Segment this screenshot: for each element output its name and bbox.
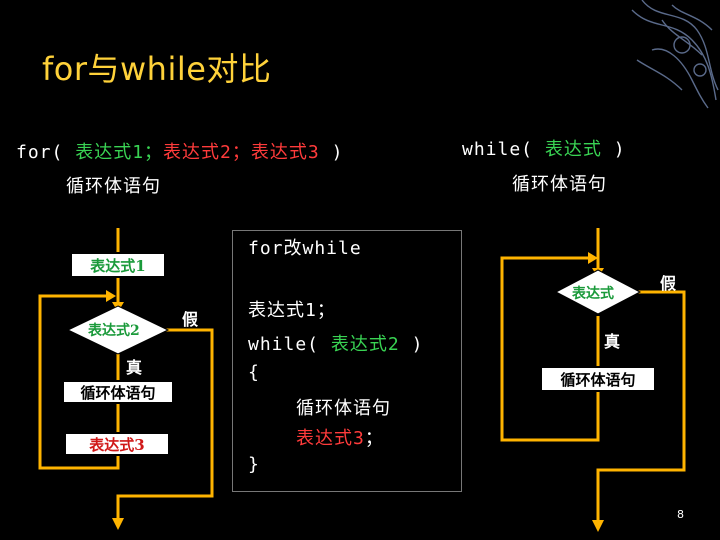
for-flow-expr1-text: 表达式1	[90, 255, 145, 276]
for-flow-expr2-label: 表达式2	[88, 320, 140, 340]
conversion-expr1: 表达式1	[248, 300, 317, 321]
conversion-expr1-end: ；	[317, 300, 336, 321]
conversion-line2: while( 表达式2 )	[248, 330, 423, 356]
conversion-while-kw: while(	[248, 334, 319, 355]
while-flow-true-label: 真	[604, 328, 620, 352]
conversion-expr3: 表达式3	[296, 428, 365, 449]
for-flow-expr3-text: 表达式3	[89, 434, 144, 455]
conversion-close-paren: )	[412, 334, 424, 355]
conversion-expr3-line: 表达式3；	[296, 424, 384, 450]
conversion-panel	[232, 230, 462, 492]
for-flow-body-text: 循环体语句	[80, 382, 155, 403]
while-flow-false-label: 假	[660, 270, 676, 294]
conversion-close-brace: }	[248, 454, 260, 475]
while-flow-body-text: 循环体语句	[560, 369, 635, 390]
conversion-expr2: 表达式2	[331, 334, 400, 355]
for-flow-expr3-box: 表达式3	[64, 432, 170, 456]
conversion-expr3-end: ；	[365, 428, 384, 449]
conversion-body: 循环体语句	[296, 394, 391, 420]
for-flow-expr1-box: 表达式1	[70, 252, 166, 278]
conversion-open-brace: {	[248, 362, 260, 383]
page-number: 8	[677, 508, 684, 521]
for-flow-false-label: 假	[182, 306, 198, 330]
conversion-line1: 表达式1；	[248, 296, 336, 322]
while-flow-body-box: 循环体语句	[540, 366, 656, 392]
conversion-heading: for改while	[248, 234, 362, 260]
for-flow-body-box: 循环体语句	[62, 380, 174, 404]
for-flow-true-label: 真	[126, 354, 142, 378]
while-flow-expr-label: 表达式	[572, 283, 614, 303]
